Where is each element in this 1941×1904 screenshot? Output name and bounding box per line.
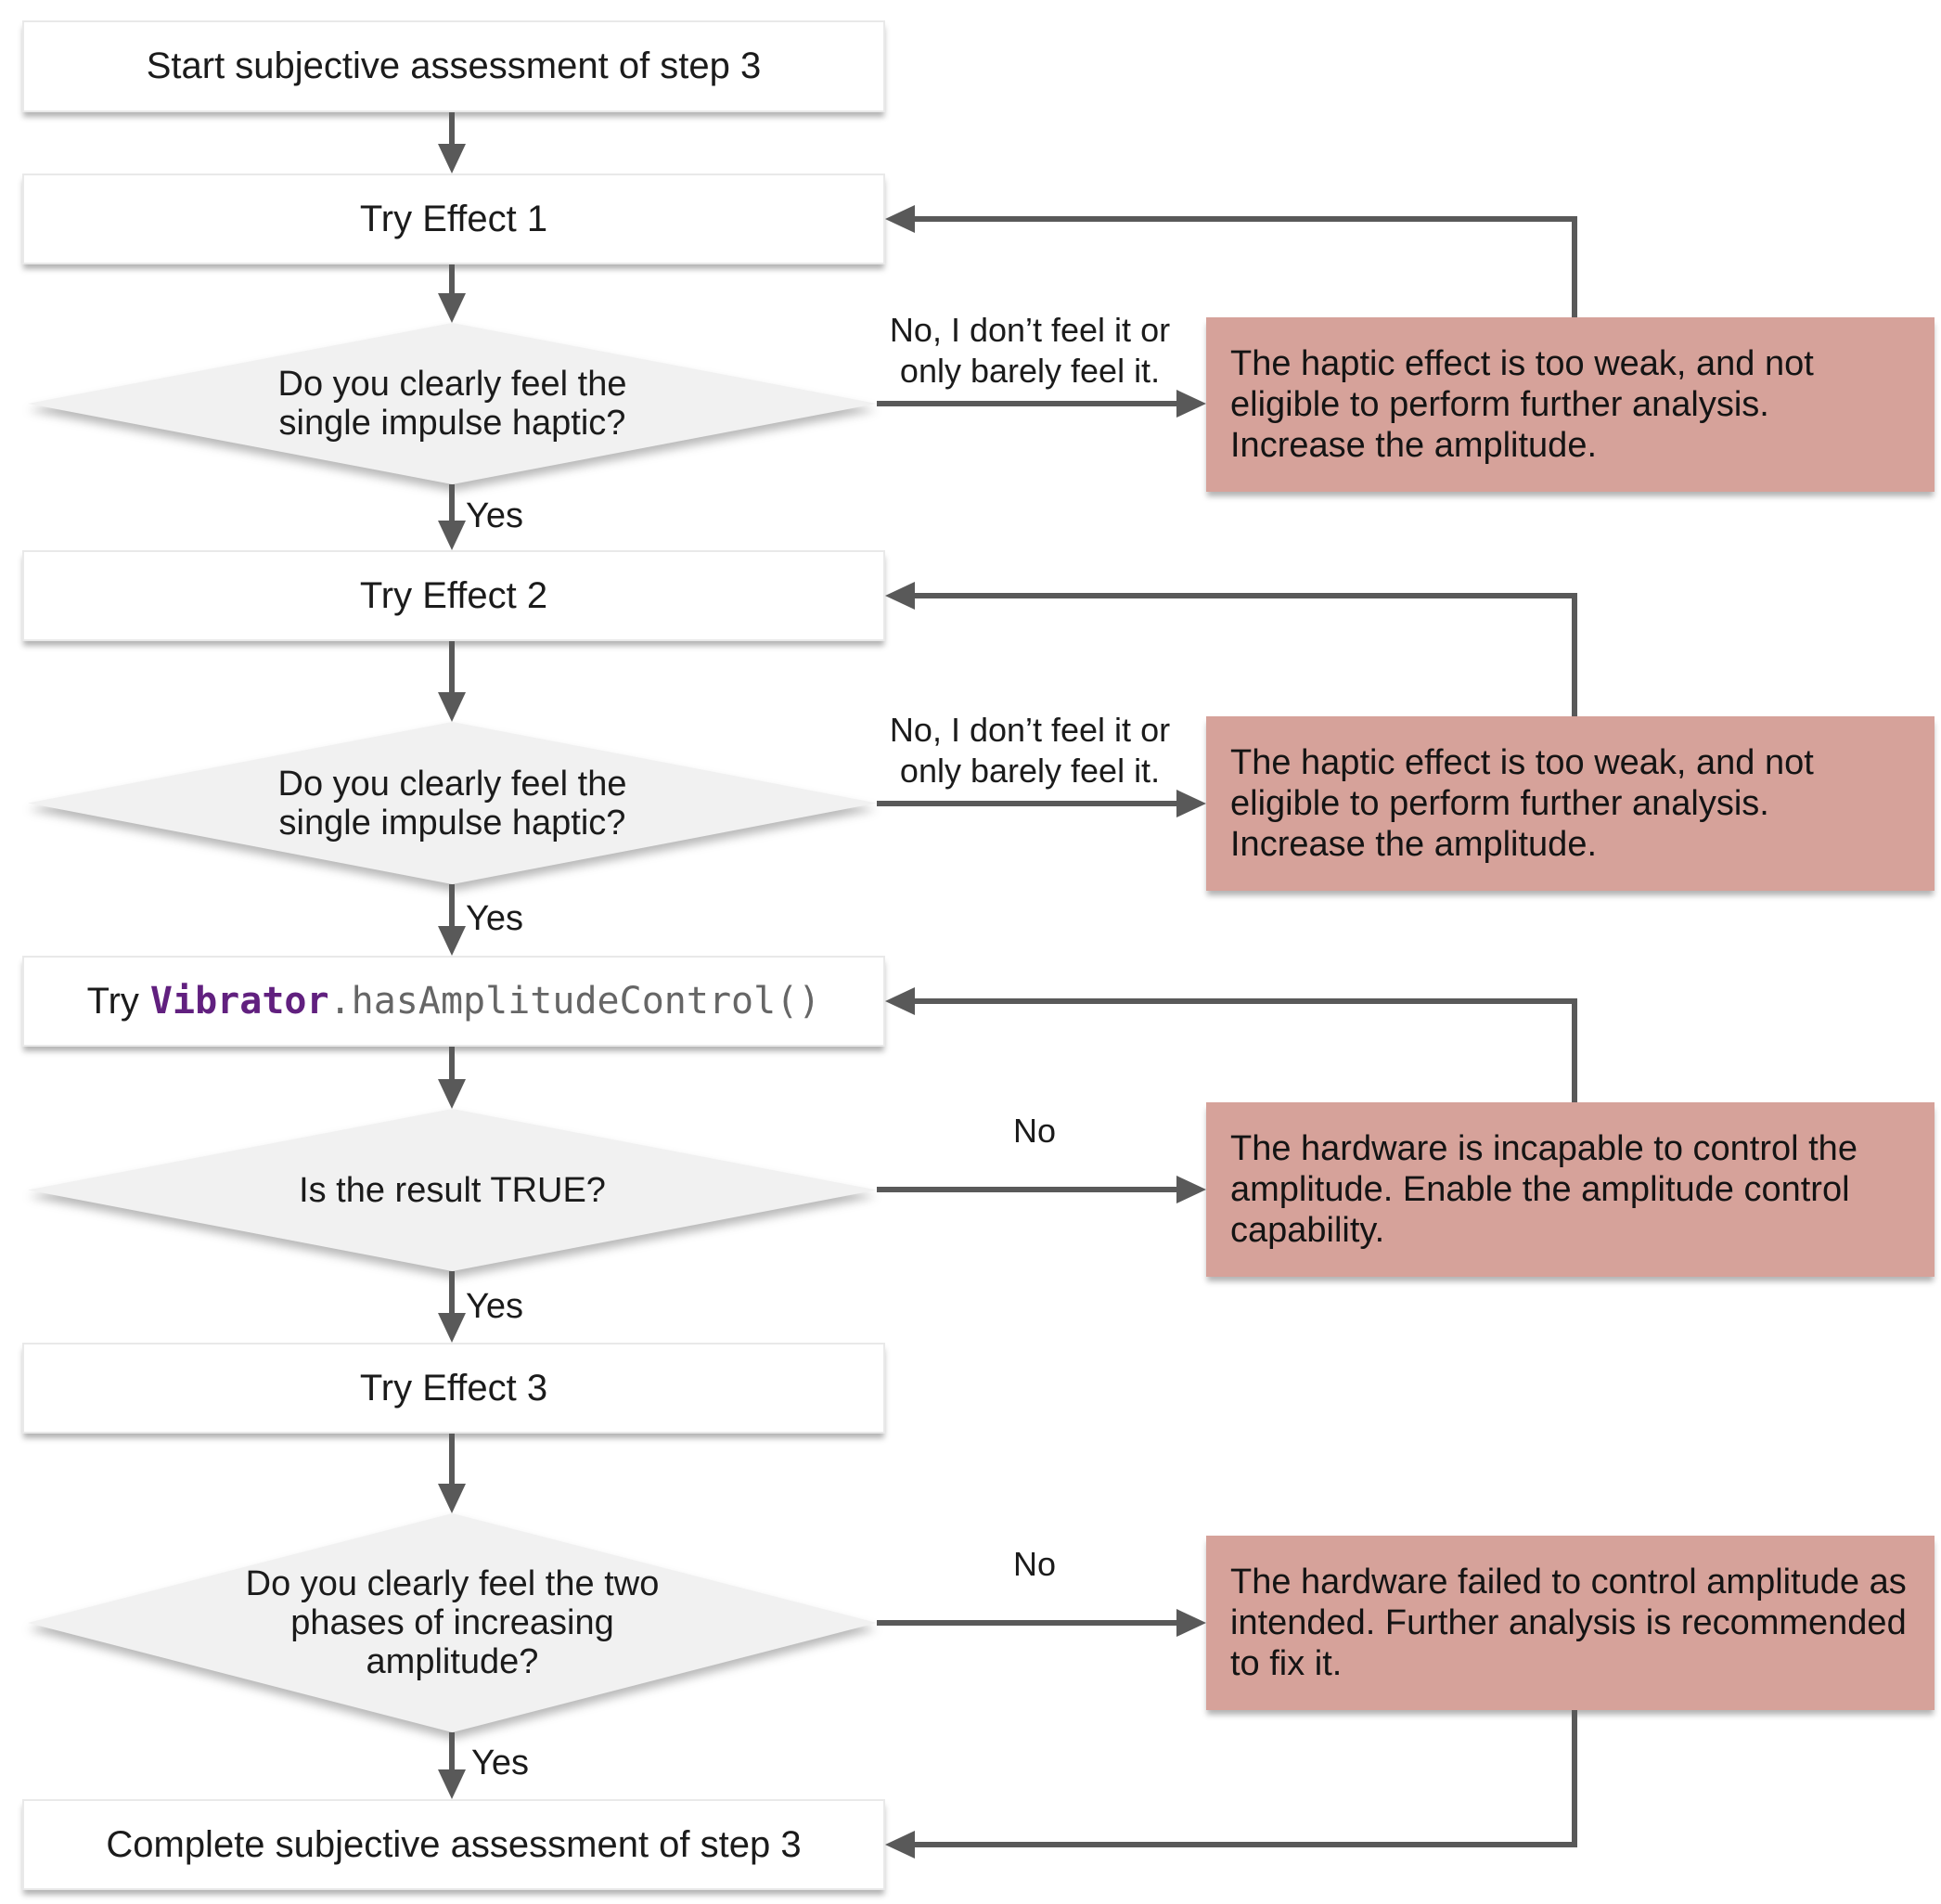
decision-result-true-label: Is the result TRUE? <box>28 1109 877 1271</box>
edge-label-yes-1: Yes <box>466 496 523 535</box>
edge-label-no-3: No <box>1012 1112 1057 1150</box>
feedback-warning4-vline <box>1572 1710 1577 1847</box>
arrow-start-to-try1-head <box>438 144 466 174</box>
arrow-try1-to-decision1-line <box>449 264 455 296</box>
warning-weak-1-label: The haptic effect is too weak, and not e… <box>1230 344 1814 465</box>
edge-label-no-4: No <box>1012 1545 1057 1583</box>
warning-incapable: The hardware is incapable to control the… <box>1206 1102 1935 1277</box>
edge-label-yes-3: Yes <box>466 1287 523 1326</box>
edge-label-yes-4: Yes <box>471 1743 529 1782</box>
node-try-effect-3: Try Effect 3 <box>22 1343 885 1434</box>
warning-failed-label: The hardware failed to control amplitude… <box>1230 1563 1907 1683</box>
feedback-warning2-head <box>885 582 915 610</box>
node-start-label: Start subjective assessment of step 3 <box>146 45 762 86</box>
arrow-decision4-yes-line <box>449 1732 455 1772</box>
feedback-warning3-hline <box>911 998 1577 1004</box>
decision-feel-2-label: Do you clearly feel the single impulse h… <box>28 722 877 884</box>
arrow-decision3-yes-head <box>438 1313 466 1343</box>
arrow-decision1-no-line <box>877 401 1176 406</box>
feedback-warning4-head <box>885 1831 915 1859</box>
node-complete: Complete subjective assessment of step 3 <box>22 1799 885 1890</box>
edge-label-no-feel-2: No, I don’t feel it or only barely feel … <box>889 711 1171 790</box>
warning-failed: The hardware failed to control amplitude… <box>1206 1536 1935 1710</box>
node-start: Start subjective assessment of step 3 <box>22 20 885 112</box>
arrow-try1-to-decision1-head <box>438 293 466 323</box>
feedback-warning4-hline <box>911 1842 1577 1847</box>
arrow-try3-to-decision4-line <box>449 1434 455 1486</box>
feedback-warning3-head <box>885 987 915 1015</box>
code-check-method: .hasAmplitudeControl() <box>328 980 821 1023</box>
code-check-class: Vibrator <box>149 980 329 1023</box>
warning-weak-2: The haptic effect is too weak, and not e… <box>1206 716 1935 891</box>
arrow-code-to-decision3-head <box>438 1079 466 1109</box>
arrow-decision3-yes-line <box>449 1271 455 1316</box>
arrow-decision4-yes-head <box>438 1769 466 1799</box>
decision-feel-2: Do you clearly feel the single impulse h… <box>28 722 877 884</box>
warning-weak-1: The haptic effect is too weak, and not e… <box>1206 317 1935 492</box>
feedback-warning1-vline <box>1572 216 1577 317</box>
node-complete-label: Complete subjective assessment of step 3 <box>106 1823 802 1865</box>
arrow-decision3-no-head <box>1176 1176 1206 1203</box>
edge-label-yes-2: Yes <box>466 899 523 938</box>
arrow-decision1-no-head <box>1176 390 1206 418</box>
node-try-effect-2: Try Effect 2 <box>22 550 885 641</box>
edge-label-no-feel-1: No, I don’t feel it or only barely feel … <box>889 311 1171 390</box>
arrow-start-to-try1-line <box>449 112 455 147</box>
arrow-code-to-decision3-line <box>449 1047 455 1082</box>
arrow-decision1-yes-head <box>438 521 466 550</box>
arrow-decision4-no-line <box>877 1620 1176 1626</box>
feedback-warning3-vline <box>1572 998 1577 1102</box>
warning-weak-2-label: The haptic effect is too weak, and not e… <box>1230 743 1814 864</box>
node-code-check: Try Vibrator .hasAmplitudeControl() <box>22 956 885 1047</box>
arrow-decision2-no-head <box>1176 790 1206 817</box>
arrow-decision4-no-head <box>1176 1609 1206 1637</box>
node-try-effect-1-label: Try Effect 1 <box>359 198 548 239</box>
arrow-decision2-no-line <box>877 801 1176 806</box>
feedback-warning2-hline <box>911 593 1577 598</box>
feedback-warning1-head <box>885 205 915 233</box>
arrow-try3-to-decision4-head <box>438 1484 466 1513</box>
arrow-try2-to-decision2-line <box>449 641 455 695</box>
code-check-prefix: Try <box>86 980 139 1022</box>
arrow-decision2-yes-line <box>449 884 455 929</box>
arrow-try2-to-decision2-head <box>438 692 466 722</box>
feedback-warning1-hline <box>911 216 1577 222</box>
warning-incapable-label: The hardware is incapable to control the… <box>1230 1129 1857 1250</box>
decision-two-phases-label: Do you clearly feel the two phases of in… <box>28 1513 877 1732</box>
decision-two-phases: Do you clearly feel the two phases of in… <box>28 1513 877 1732</box>
arrow-decision1-yes-line <box>449 484 455 523</box>
feedback-warning2-vline <box>1572 593 1577 716</box>
arrow-decision2-yes-head <box>438 926 466 956</box>
arrow-decision3-no-line <box>877 1187 1176 1192</box>
decision-result-true: Is the result TRUE? <box>28 1109 877 1271</box>
decision-feel-1: Do you clearly feel the single impulse h… <box>28 323 877 484</box>
node-try-effect-1: Try Effect 1 <box>22 174 885 264</box>
node-try-effect-3-label: Try Effect 3 <box>359 1367 548 1409</box>
decision-feel-1-label: Do you clearly feel the single impulse h… <box>28 323 877 484</box>
node-try-effect-2-label: Try Effect 2 <box>359 574 548 616</box>
